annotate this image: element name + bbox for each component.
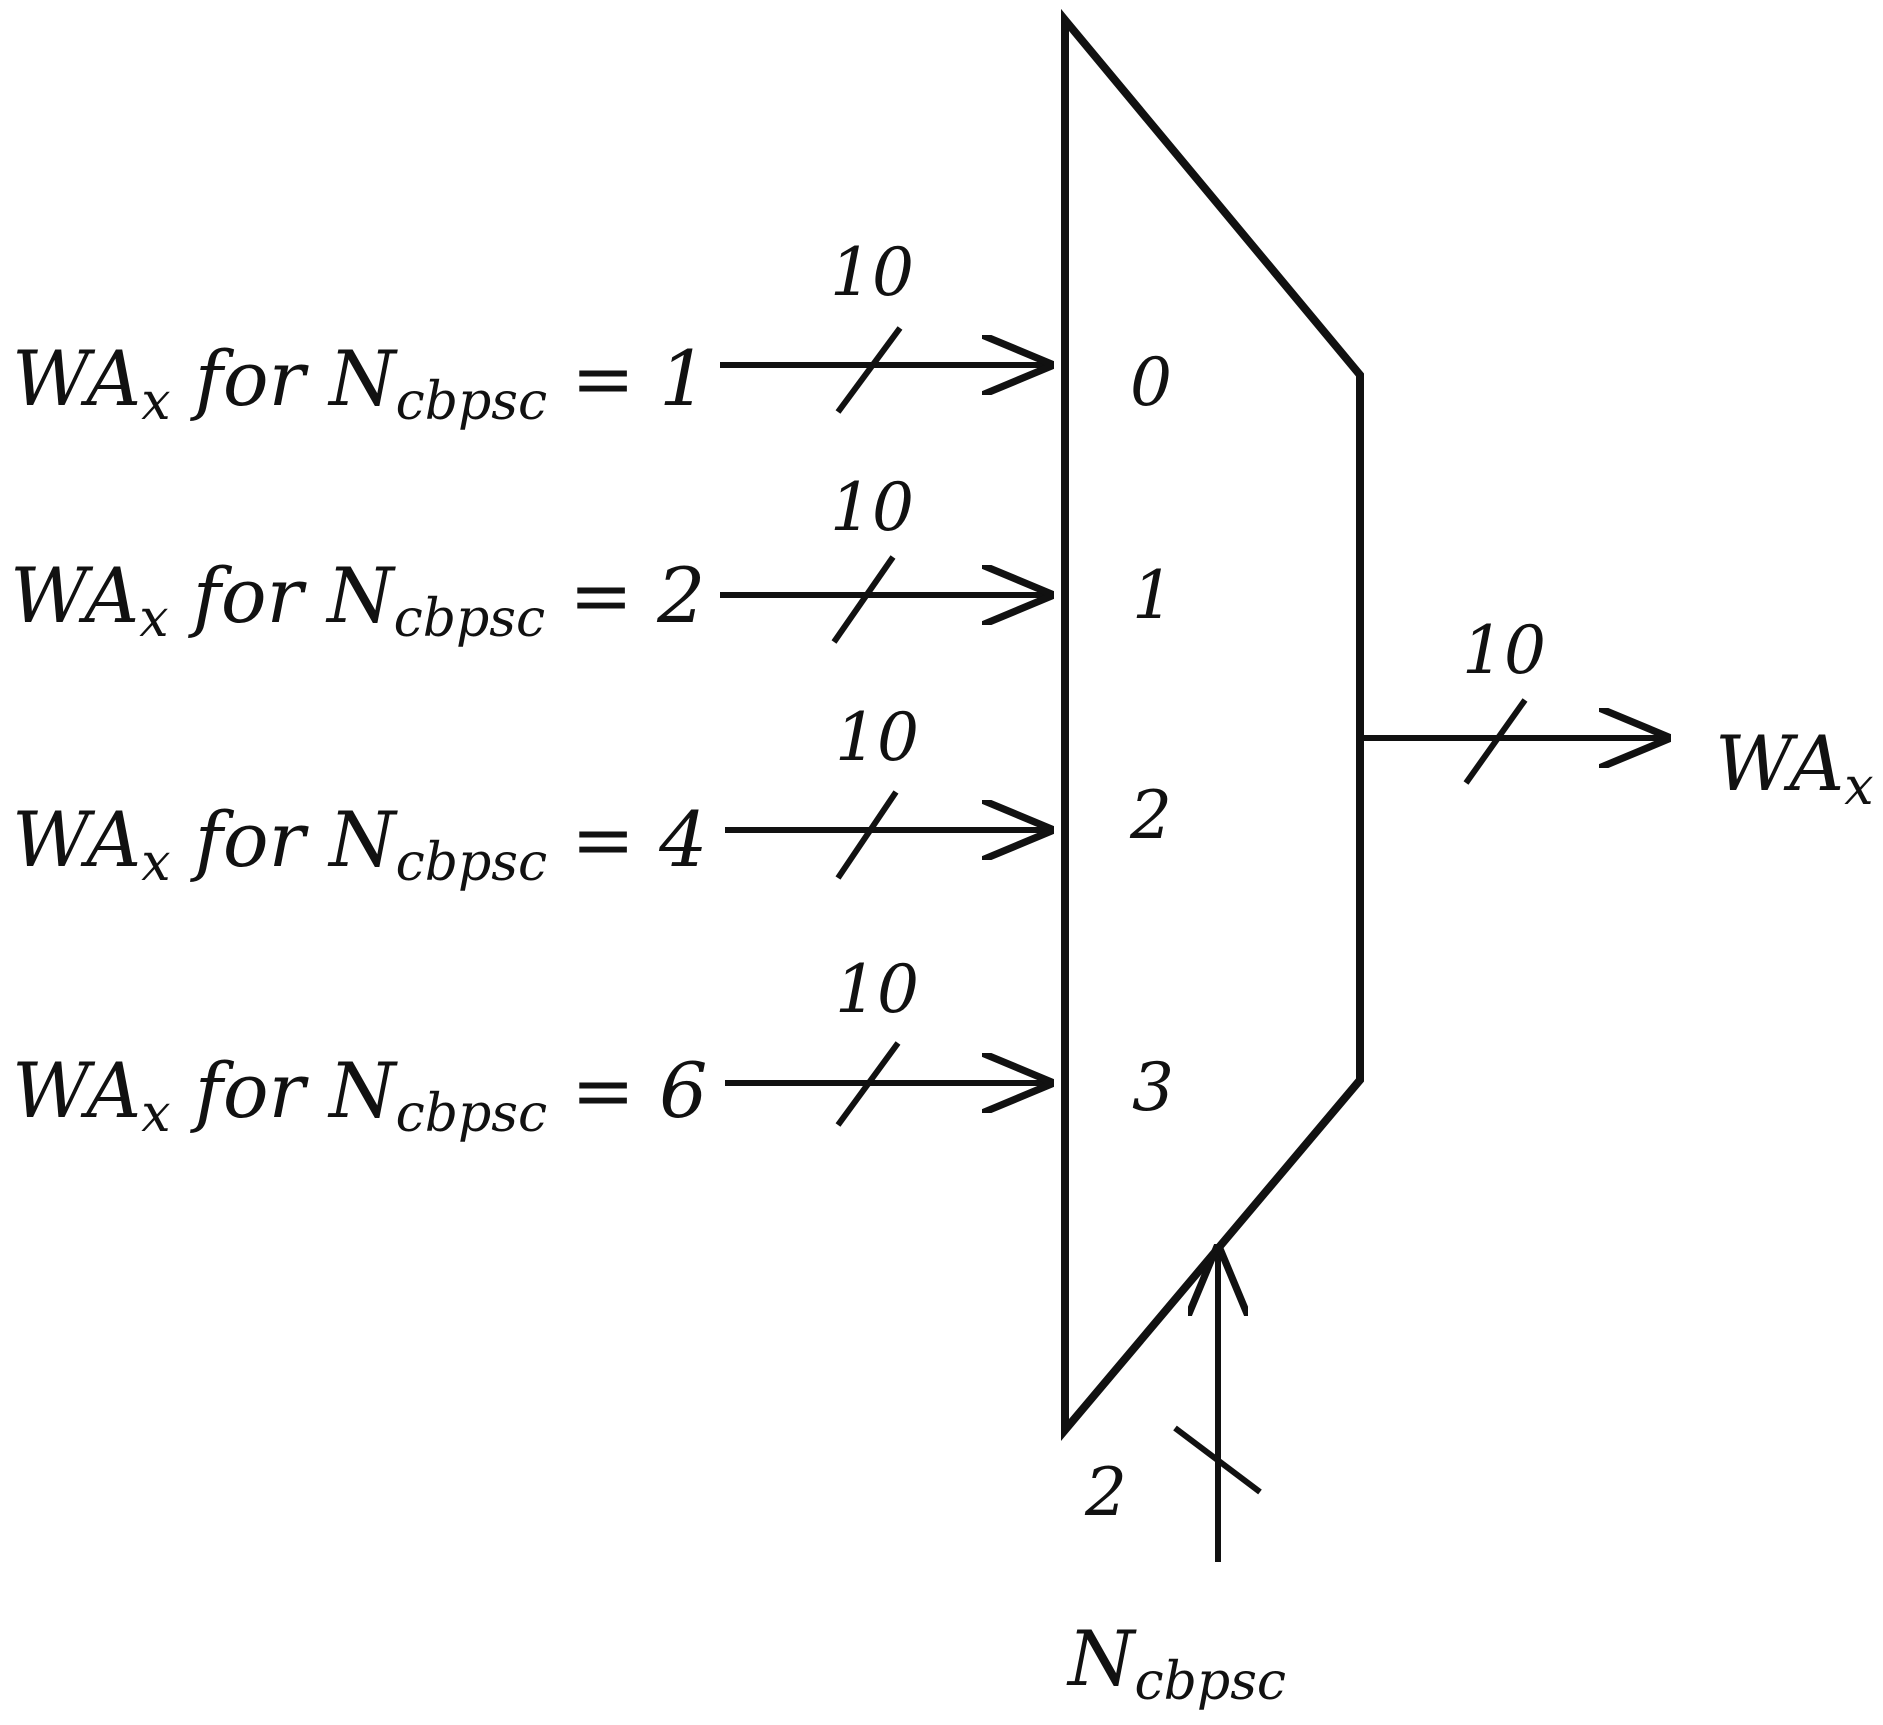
port-2-label: 2 <box>1129 777 1172 854</box>
input-0-width: 10 <box>830 234 914 311</box>
input-3: WAx for Ncbpsc = 6 10 3 <box>12 951 1174 1144</box>
select: 2 Ncbpsc <box>1066 1250 1286 1712</box>
output: 10 WAx <box>1360 612 1874 817</box>
port-0-label: 0 <box>1130 344 1172 421</box>
input-2: WAx for Ncbpsc = 4 10 2 <box>12 699 1172 893</box>
output-label: WAx <box>1715 719 1874 817</box>
input-2-bus-slash <box>835 790 899 880</box>
input-1-bus-slash <box>831 555 896 644</box>
output-width: 10 <box>1462 612 1546 689</box>
input-1-width: 10 <box>830 469 914 546</box>
input-3-label: WAx for Ncbpsc = 6 <box>12 1046 707 1144</box>
input-2-width: 10 <box>835 699 919 776</box>
mux-body <box>1061 8 1364 1441</box>
select-label: Ncbpsc <box>1066 1614 1286 1712</box>
input-1: WAx for Ncbpsc = 2 10 1 <box>10 469 1174 649</box>
input-3-bus-slash <box>835 1041 901 1127</box>
input-0-bus-slash <box>835 326 903 414</box>
input-1-label: WAx for Ncbpsc = 2 <box>10 551 705 649</box>
input-2-label: WAx for Ncbpsc = 4 <box>12 795 707 893</box>
select-bus-slash <box>1173 1425 1262 1495</box>
input-3-width: 10 <box>835 951 919 1028</box>
select-width: 2 <box>1084 1454 1127 1531</box>
port-1-label: 1 <box>1132 557 1174 634</box>
input-0-label: WAx for Ncbpsc = 1 <box>12 334 707 432</box>
input-0: WAx for Ncbpsc = 1 10 0 <box>12 234 1172 432</box>
port-3-label: 3 <box>1132 1049 1174 1126</box>
output-bus-slash <box>1463 698 1528 785</box>
